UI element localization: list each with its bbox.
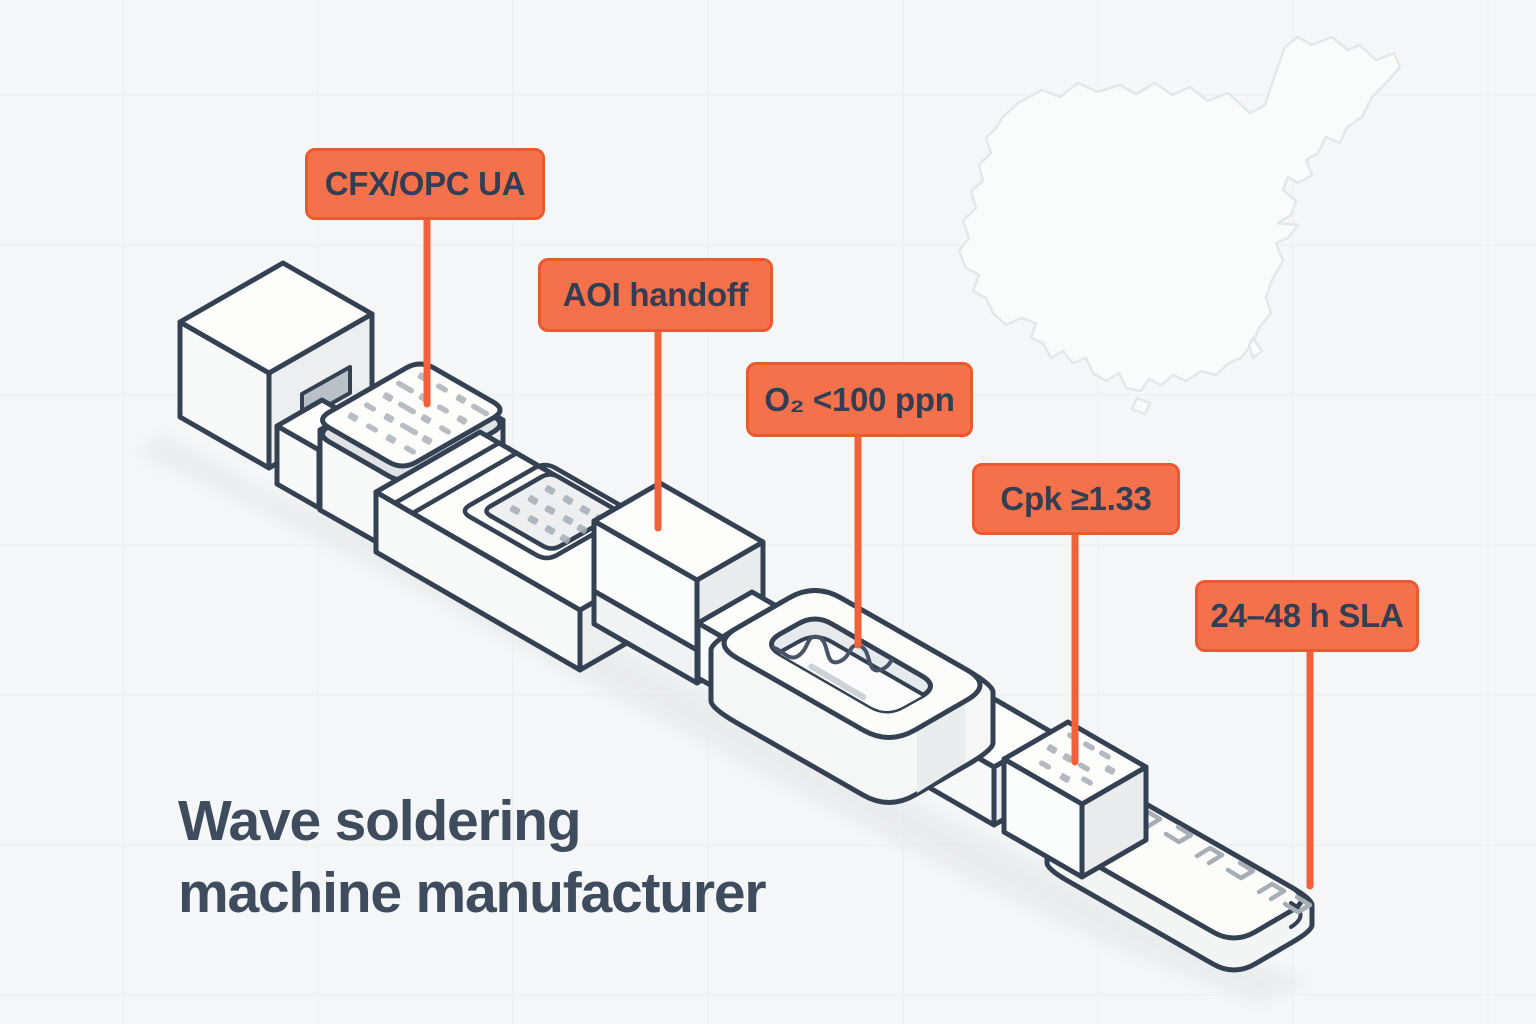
callout-cfx-opc-ua: CFX/OPC UA [305, 148, 545, 220]
title-line-2: machine manufacturer [178, 860, 767, 925]
callout-label: CFX/OPC UA [324, 165, 526, 202]
china-map-outline [957, 35, 1402, 416]
callout-oxygen-level: O₂ <100 ppn [746, 362, 973, 437]
callout-label: Cpk ≥1.33 [1000, 480, 1152, 517]
page-title: Wave soldering machine manufacturer [178, 786, 767, 930]
callout-cpk-capability: Cpk ≥1.33 [972, 463, 1180, 535]
title-line-1: Wave soldering [178, 789, 582, 853]
callout-aoi-handoff: AOI handoff [538, 258, 773, 332]
module-wave-solder-bath [708, 588, 996, 805]
callout-label: AOI handoff [562, 276, 749, 313]
callout-label: 24–48 h SLA [1210, 597, 1404, 634]
callout-label: O₂ <100 ppn [764, 380, 955, 418]
callout-service-sla: 24–48 h SLA [1195, 580, 1419, 652]
